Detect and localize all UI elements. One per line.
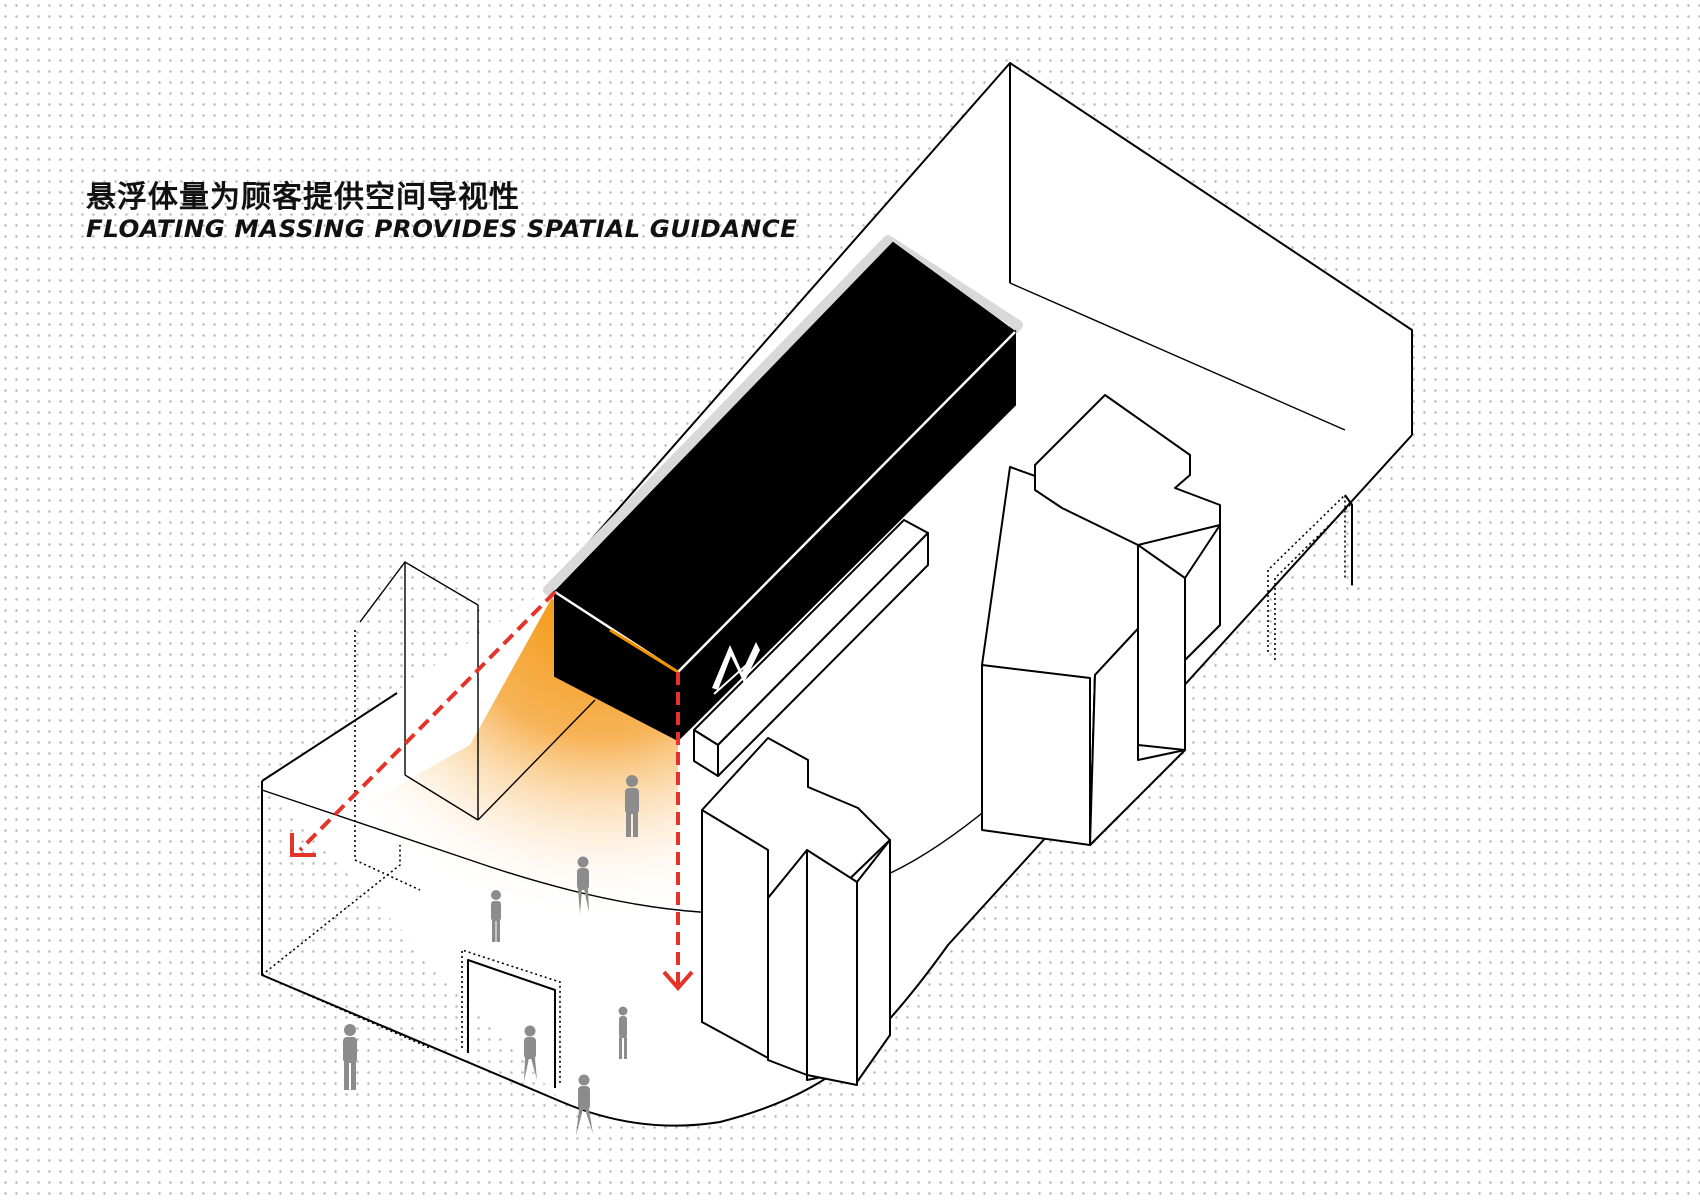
person-7 (576, 1074, 593, 1136)
left-column (261, 561, 596, 1049)
m-mountain-logo-icon (712, 642, 760, 695)
people (343, 775, 639, 1136)
front-door (461, 948, 561, 1088)
guidance-arrow-down (662, 672, 694, 992)
bench (693, 519, 929, 777)
person-3 (491, 890, 501, 942)
person-5 (524, 1025, 537, 1082)
person-4 (343, 1024, 357, 1090)
title-english: FLOATING MASSING PROVIDES SPATIAL GUIDAN… (86, 215, 798, 243)
side-door (1267, 493, 1353, 660)
person-2 (577, 856, 589, 914)
building-right (981, 394, 1221, 846)
title-chinese: 悬浮体量为顾客提供空间导视性 (86, 180, 520, 215)
building-front (701, 737, 891, 1086)
person-1 (625, 775, 639, 837)
person-6 (618, 1006, 628, 1059)
guidance-arrow-left (290, 590, 557, 857)
title-block: 悬浮体量为顾客提供空间导视性 FLOATING MASSING PROVIDES… (86, 180, 797, 242)
floating-massing (543, 235, 1023, 743)
